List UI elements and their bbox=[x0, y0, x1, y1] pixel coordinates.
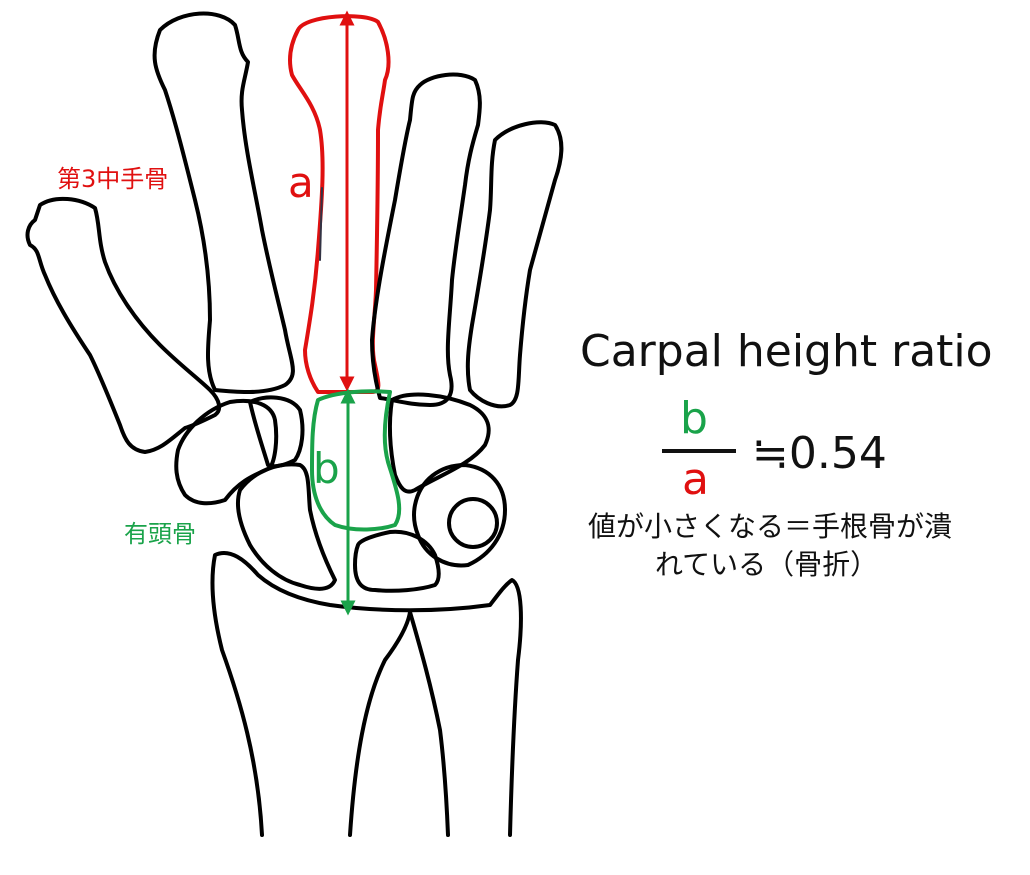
fraction-numerator: b bbox=[680, 393, 708, 444]
approx-value: ≒0.54 bbox=[752, 428, 887, 479]
fraction-bar bbox=[662, 449, 736, 453]
capitate-label: 有頭骨 bbox=[124, 520, 196, 548]
note-line-2: れている（骨折） bbox=[655, 548, 879, 581]
pisiform-bone bbox=[447, 497, 499, 549]
note-line-1: 値が小さくなる＝手根骨が潰 bbox=[588, 510, 953, 543]
ring-metacarpal bbox=[370, 72, 482, 407]
third-metacarpal-label: 第3中手骨 bbox=[57, 165, 169, 193]
formula-title: Carpal height ratio bbox=[580, 326, 993, 377]
little-metacarpal bbox=[465, 120, 564, 409]
lunate-bone bbox=[353, 529, 441, 593]
triquetrum-bone bbox=[412, 463, 507, 568]
ulna-bone bbox=[348, 610, 412, 837]
capitate-outline bbox=[310, 389, 402, 532]
hamate-bone bbox=[387, 392, 491, 494]
label-a: a bbox=[288, 158, 314, 207]
trapezoid-bone bbox=[248, 395, 305, 469]
third-metacarpal-edge bbox=[319, 187, 323, 261]
thumb-bone bbox=[25, 196, 222, 454]
fraction-denominator: a bbox=[682, 454, 709, 505]
scaphoid-bone bbox=[236, 462, 337, 591]
label-b: b bbox=[313, 444, 340, 493]
radius-bone bbox=[210, 551, 523, 837]
radius-ulna-joint bbox=[408, 610, 450, 837]
trapezium-bone bbox=[174, 399, 279, 506]
index-metacarpal bbox=[152, 11, 295, 395]
